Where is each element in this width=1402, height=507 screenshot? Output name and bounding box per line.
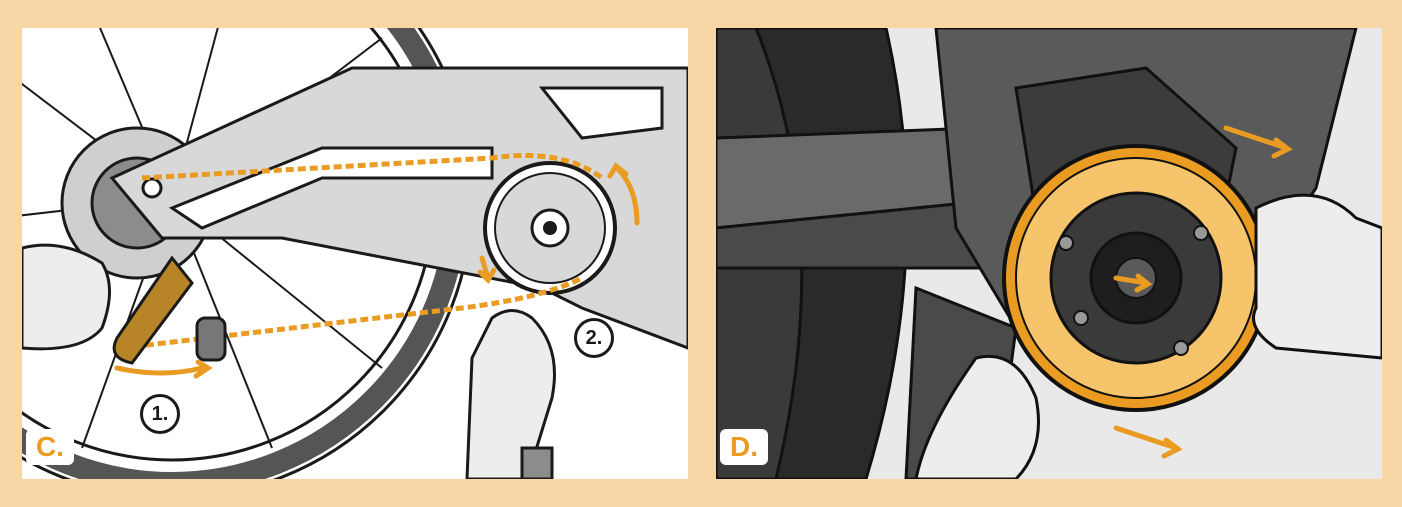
panel-c-label: C. — [26, 429, 74, 465]
chain-install-drawing — [22, 28, 688, 479]
chainring-removal-drawing — [716, 28, 1382, 479]
chainring — [485, 163, 615, 293]
panel-c-illustration: 1. 2. C. — [22, 28, 688, 479]
step-1-marker: 1. — [140, 394, 180, 434]
panel-d-illustration: D. — [716, 28, 1382, 479]
panel-d-label: D. — [720, 429, 768, 465]
hands — [22, 245, 555, 479]
step-2-marker: 2. — [574, 318, 614, 358]
chainring-gold — [1004, 146, 1268, 410]
